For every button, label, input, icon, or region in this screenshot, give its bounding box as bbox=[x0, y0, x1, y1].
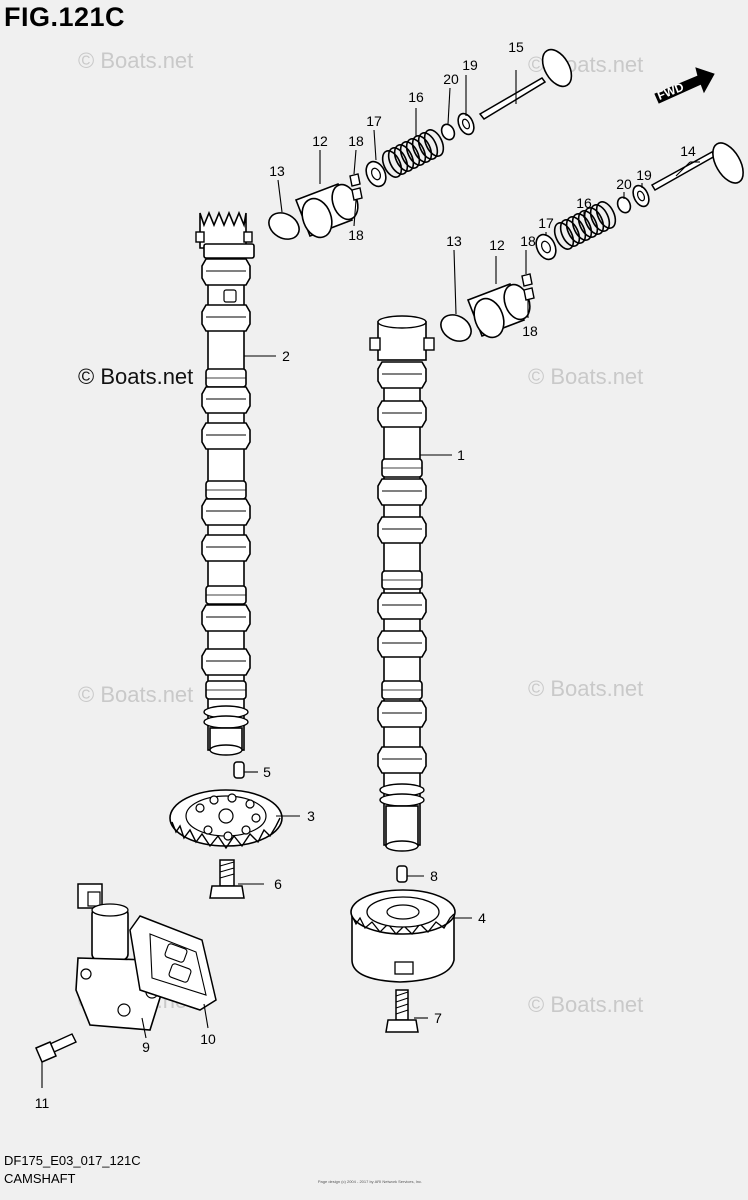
figure-title: FIG.121C bbox=[4, 2, 126, 32]
bolt-7[interactable] bbox=[385, 989, 419, 1033]
callout-12-upper[interactable]: 12 bbox=[312, 133, 328, 149]
callout-15[interactable]: 15 bbox=[508, 39, 524, 55]
callout-18-upper-a[interactable]: 18 bbox=[348, 133, 364, 149]
callout-3[interactable]: 3 bbox=[307, 808, 315, 824]
callout-2[interactable]: 2 bbox=[282, 348, 290, 364]
camshaft-intake[interactable] bbox=[369, 315, 435, 852]
callout-19-upper[interactable]: 19 bbox=[462, 57, 478, 73]
callout-6[interactable]: 6 bbox=[274, 876, 282, 892]
valve-train-upper bbox=[268, 48, 573, 240]
callout-5[interactable]: 5 bbox=[263, 764, 271, 780]
callout-20-upper[interactable]: 20 bbox=[443, 71, 459, 87]
callout-9[interactable]: 9 bbox=[142, 1039, 150, 1055]
fine-print: Page design (c) 2004 - 2017 by ARI Netwo… bbox=[317, 1179, 423, 1184]
callout-13-upper[interactable]: 13 bbox=[269, 163, 285, 179]
callout-11[interactable]: 11 bbox=[35, 1095, 50, 1111]
callout-17-lower[interactable]: 17 bbox=[538, 215, 554, 231]
camshaft-sprocket-3[interactable] bbox=[169, 789, 283, 850]
valve-train-lower bbox=[440, 142, 744, 342]
watermark: © Boats.net bbox=[78, 48, 194, 73]
gasket-10[interactable] bbox=[129, 915, 217, 1011]
callout-18-lower-b[interactable]: 18 bbox=[522, 323, 538, 339]
fwd-direction-arrow: FWD bbox=[654, 67, 715, 104]
figure-code: DF175_E03_017_121C bbox=[4, 1153, 141, 1168]
callout-8[interactable]: 8 bbox=[430, 868, 438, 884]
camshaft-exhaust[interactable] bbox=[195, 210, 255, 756]
callout-13-lower[interactable]: 13 bbox=[446, 233, 462, 249]
callout-16-lower[interactable]: 16 bbox=[576, 195, 592, 211]
callout-16-upper[interactable]: 16 bbox=[408, 89, 424, 105]
leader-lines bbox=[41, 70, 700, 1088]
callout-18-lower-a[interactable]: 18 bbox=[520, 233, 536, 249]
fwd-label: FWD bbox=[655, 80, 686, 103]
watermark: © Boats.net bbox=[78, 364, 194, 389]
watermark: © Boats.net bbox=[528, 676, 644, 701]
dowel-pin-5 bbox=[233, 761, 245, 779]
callout-20-lower[interactable]: 20 bbox=[616, 176, 632, 192]
callout-19-lower[interactable]: 19 bbox=[636, 167, 652, 183]
callout-10[interactable]: 10 bbox=[200, 1031, 216, 1047]
callout-18-upper-b[interactable]: 18 bbox=[348, 227, 364, 243]
callout-14[interactable]: 14 bbox=[680, 143, 696, 159]
callout-4[interactable]: 4 bbox=[478, 910, 486, 926]
callout-1[interactable]: 1 bbox=[457, 447, 465, 463]
watermark: © Boats.net bbox=[528, 364, 644, 389]
callout-12-lower[interactable]: 12 bbox=[489, 237, 505, 253]
callout-17-upper[interactable]: 17 bbox=[366, 113, 382, 129]
vvt-actuator-4[interactable] bbox=[350, 889, 456, 983]
watermark: © Boats.net bbox=[78, 682, 194, 707]
watermark: © Boats.net bbox=[528, 992, 644, 1017]
bolt-11[interactable] bbox=[35, 1033, 77, 1063]
figure-name: CAMSHAFT bbox=[4, 1171, 76, 1186]
dowel-pin-8 bbox=[396, 865, 408, 883]
bolt-6[interactable] bbox=[209, 859, 245, 899]
callout-7[interactable]: 7 bbox=[434, 1010, 442, 1026]
